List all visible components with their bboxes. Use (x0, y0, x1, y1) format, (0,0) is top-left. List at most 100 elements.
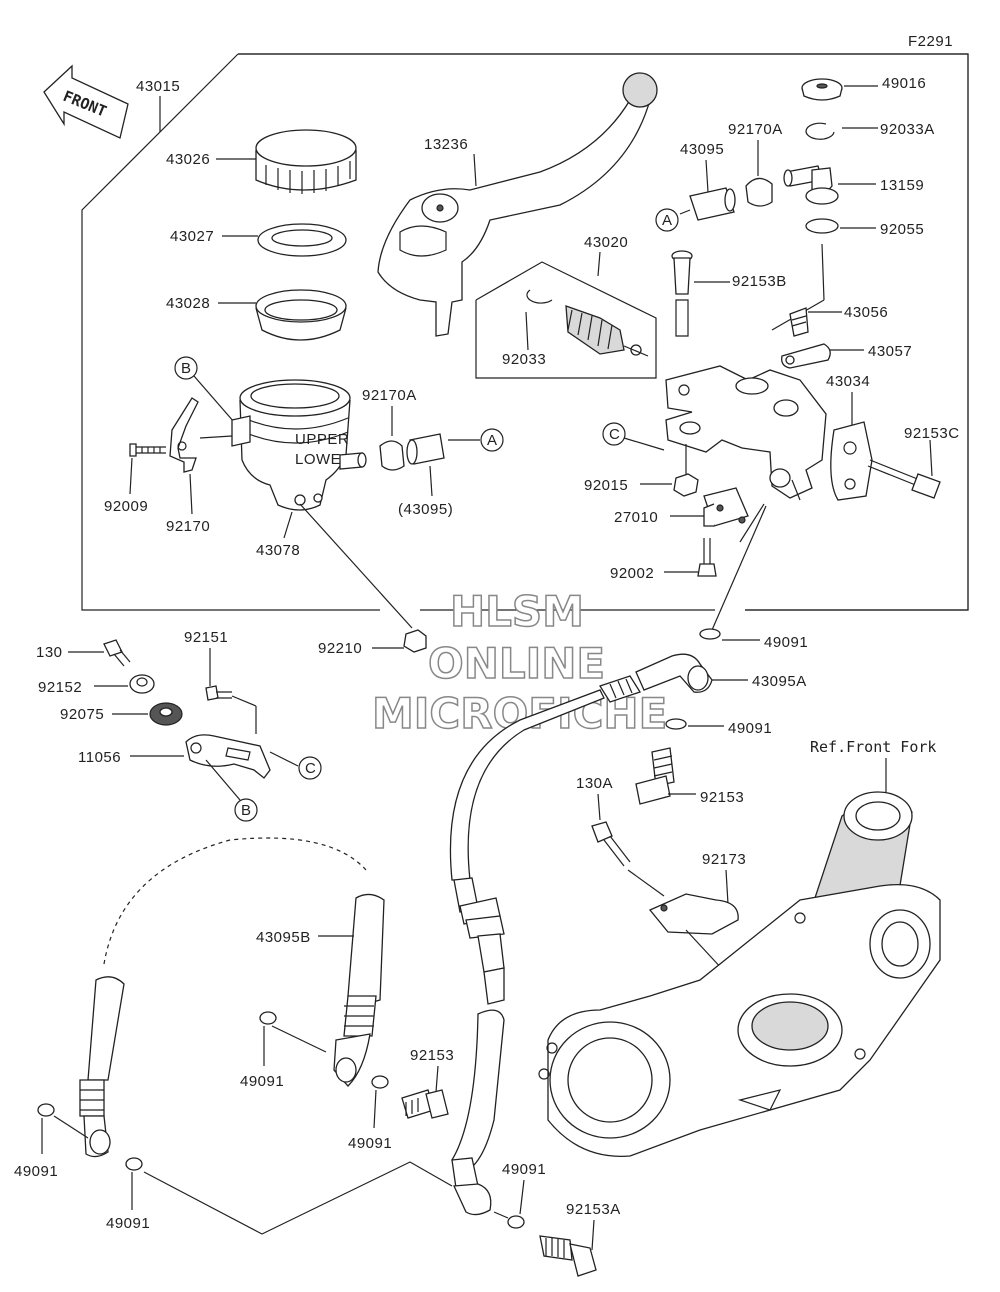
hose-routing-dashed (103, 837, 367, 965)
bolt-92153C (867, 459, 941, 499)
label-43056: 43056 (844, 304, 888, 321)
nut-92015 (673, 473, 699, 497)
cap-49016 (801, 78, 843, 101)
hose-clamp-92170A-top (745, 177, 773, 207)
grommet-92075 (149, 702, 183, 726)
label-92002: 92002 (610, 565, 654, 582)
circlip-92033A (805, 122, 835, 140)
label-49091-b: 49091 (728, 720, 772, 737)
hose-guard-92173 (648, 893, 739, 935)
label-92152: 92152 (38, 679, 82, 696)
hose-43095-top (689, 187, 736, 221)
bleeder-43056 (789, 307, 809, 337)
assembly-boundary-path (81, 53, 969, 611)
diaphragm-43028 (255, 289, 347, 341)
svg-text:C: C (609, 426, 620, 443)
brake-lever-13236 (377, 72, 658, 337)
reservoir-43078: UPPER LOWER (231, 379, 367, 511)
washer-49091-e (37, 1103, 55, 1117)
callout-b-upper (174, 356, 198, 380)
label-92009: 92009 (104, 498, 148, 515)
callout-c-lower (298, 756, 322, 780)
label-92170A-mid: 92170A (362, 387, 417, 404)
label-49091-c: 49091 (240, 1073, 284, 1090)
label-92015: 92015 (584, 477, 628, 494)
label-49091-d: 49091 (348, 1135, 392, 1152)
label-43028: 43028 (166, 295, 210, 312)
screw-92151 (205, 685, 232, 701)
label-43095A: 43095A (752, 673, 807, 690)
label-43026: 43026 (166, 151, 210, 168)
brake-hose-43095A (449, 653, 713, 881)
label-92055: 92055 (880, 221, 924, 238)
diaphragm-plate-43027 (257, 223, 347, 257)
label-49091-a: 49091 (764, 634, 808, 651)
washer-49091-g (507, 1215, 525, 1229)
front-arrow-icon: FRONT (43, 64, 129, 139)
screw-92009 (129, 443, 166, 457)
banjo-bolt-92153-b (401, 1089, 449, 1119)
label-13159: 13159 (880, 177, 924, 194)
svg-text:LOWER: LOWER (295, 451, 353, 468)
washer-49091-f (125, 1157, 143, 1171)
bleeder-cap-43057 (781, 343, 831, 369)
bracket-92170 (169, 397, 199, 473)
brake-hose-43095B (79, 893, 385, 1158)
label-92173: 92173 (702, 851, 746, 868)
nut-92210 (403, 629, 427, 653)
label-92153-b: 92153 (410, 1047, 454, 1064)
washer-49091-c (259, 1011, 277, 1025)
bolt-92153B (671, 250, 693, 337)
watermark-line-1: HLSM (450, 587, 584, 636)
label-43078: 43078 (256, 542, 300, 559)
svg-text:UPPER: UPPER (295, 431, 349, 448)
label-92210: 92210 (318, 640, 362, 657)
label-43095B: 43095B (256, 929, 311, 946)
label-49091-g: 49091 (502, 1161, 546, 1178)
switch-27010 (703, 487, 749, 527)
bolt-130A (591, 821, 631, 867)
callout-b-lower (234, 798, 258, 822)
label-92170: 92170 (166, 518, 210, 535)
label-130A: 130A (576, 775, 613, 792)
callout-a-mid (480, 428, 504, 452)
label-92075: 92075 (60, 706, 104, 723)
label-92153-a: 92153 (700, 789, 744, 806)
figure-code: F2291 (908, 33, 953, 50)
label-43015: 43015 (136, 78, 180, 95)
washer-49091-d (371, 1075, 389, 1089)
label-49091-e: 49091 (14, 1163, 58, 1180)
fitting-13159 (783, 165, 839, 205)
label-43095-top: 43095 (680, 141, 724, 158)
watermark-line-2: ONLINE (428, 639, 605, 688)
label-ref-front-fork: Ref.Front Fork (810, 738, 936, 756)
label-49091-f: 49091 (106, 1215, 150, 1232)
svg-text:C: C (305, 760, 316, 777)
washer-49091-a (699, 628, 721, 640)
callout-c-upper (602, 422, 626, 446)
master-cylinder-body (665, 365, 827, 501)
label-43034: 43034 (826, 373, 870, 390)
label-43020: 43020 (584, 234, 628, 251)
label-11056: 11056 (78, 749, 121, 766)
label-92153A: 92153A (566, 1201, 621, 1218)
hose-clamp-92170A-mid (379, 440, 405, 471)
label-43095-paren: (43095) (398, 501, 453, 518)
label-92153B: 92153B (732, 273, 787, 290)
collar-92152 (129, 674, 155, 694)
svg-text:A: A (487, 432, 498, 449)
bracket-11056 (185, 734, 271, 779)
svg-text:B: B (181, 360, 192, 377)
banjo-bolt-92153A (539, 1235, 597, 1277)
callout-a-top (655, 208, 679, 232)
o-ring-92055 (805, 218, 839, 234)
reservoir-cap-43026 (255, 129, 357, 194)
svg-text:B: B (241, 802, 252, 819)
piston-kit-box (475, 261, 657, 379)
svg-text:A: A (662, 212, 673, 229)
hose-43095-mid (406, 433, 445, 465)
circlip-92033 (526, 289, 553, 304)
clamp-43034 (830, 421, 873, 501)
